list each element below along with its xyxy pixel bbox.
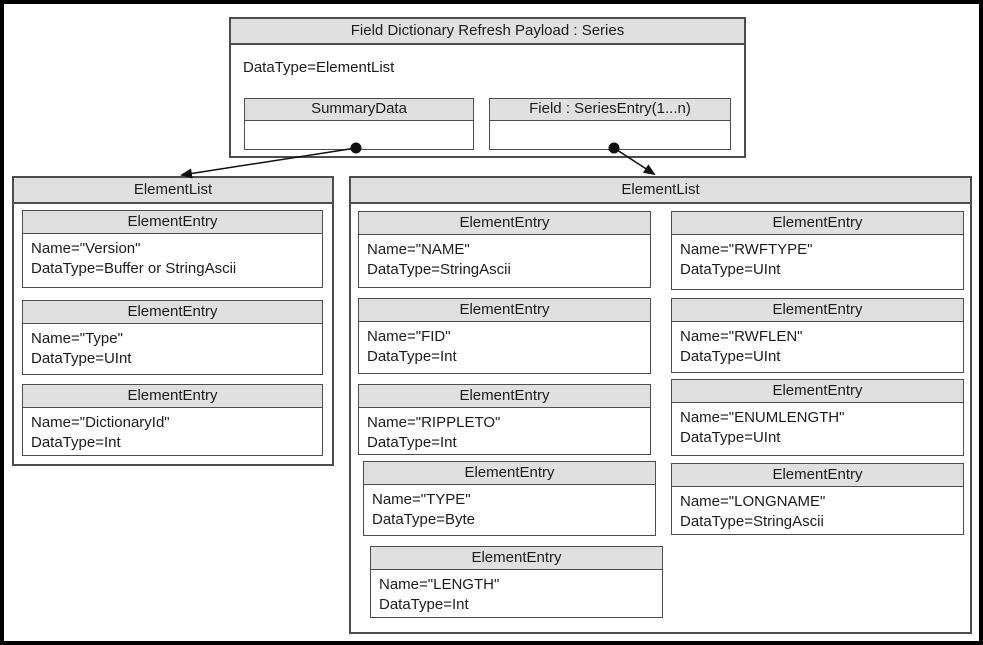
entry-datatype: DataType=StringAscii [367,261,511,278]
entry-datatype: DataType=Byte [372,511,475,528]
entry-name: Name="DictionaryId" [31,414,170,431]
field-seriesentry-title: Field : SeriesEntry(1...n) [490,99,730,121]
element-entry-length: ElementEntry Name="LENGTH" DataType=Int [370,546,663,618]
element-entry-dictionaryid: ElementEntry Name="DictionaryId" DataTyp… [22,384,323,456]
element-entry-header: ElementEntry [359,385,650,408]
element-entry-header: ElementEntry [359,212,650,235]
field-elementlist-box: ElementList ElementEntry Name="NAME" Dat… [349,176,972,634]
element-entry-fid: ElementEntry Name="FID" DataType=Int [358,298,651,374]
entry-name: Name="RWFTYPE" [680,241,813,258]
entry-datatype: DataType=Buffer or StringAscii [31,260,237,277]
element-entry-enumlength: ElementEntry Name="ENUMLENGTH" DataType=… [671,379,964,456]
element-entry-type-field: ElementEntry Name="TYPE" DataType=Byte [363,461,656,536]
field-seriesentry-box: Field : SeriesEntry(1...n) [489,98,731,150]
element-entry-rippleto: ElementEntry Name="RIPPLETO" DataType=In… [358,384,651,455]
entry-name: Name="Version" [31,240,141,257]
entry-name: Name="RWFLEN" [680,328,803,345]
element-entry-header: ElementEntry [364,462,655,485]
element-entry-version: ElementEntry Name="Version" DataType=Buf… [22,210,323,288]
entry-datatype: DataType=Int [367,434,457,451]
entry-name: Name="NAME" [367,241,470,258]
entry-datatype: DataType=Int [31,434,121,451]
entry-datatype: DataType=StringAscii [680,513,824,530]
element-entry-header: ElementEntry [23,301,322,324]
root-payload-box: Field Dictionary Refresh Payload : Serie… [229,17,746,158]
element-entry-type: ElementEntry Name="Type" DataType=UInt [22,300,323,375]
entry-datatype: DataType=UInt [680,429,781,446]
root-datatype-label: DataType=ElementList [243,59,395,76]
entry-name: Name="Type" [31,330,123,347]
summary-elementlist-box: ElementList ElementEntry Name="Version" … [12,176,334,466]
element-entry-longname: ElementEntry Name="LONGNAME" DataType=St… [671,463,964,535]
entry-datatype: DataType=UInt [31,350,132,367]
entry-datatype: DataType=UInt [680,261,781,278]
element-entry-header: ElementEntry [359,299,650,322]
element-entry-header: ElementEntry [672,464,963,487]
root-payload-title: Field Dictionary Refresh Payload : Serie… [231,19,744,45]
entry-name: Name="FID" [367,328,451,345]
entry-name: Name="ENUMLENGTH" [680,409,845,426]
entry-name: Name="LENGTH" [379,576,500,593]
element-entry-header: ElementEntry [23,211,322,234]
element-entry-header: ElementEntry [672,380,963,403]
element-entry-header: ElementEntry [672,212,963,235]
field-elementlist-title: ElementList [351,178,970,204]
entry-datatype: DataType=UInt [680,348,781,365]
summarydata-box: SummaryData [244,98,474,150]
element-entry-header: ElementEntry [371,547,662,570]
element-entry-rwftype: ElementEntry Name="RWFTYPE" DataType=UIn… [671,211,964,290]
element-entry-header: ElementEntry [23,385,322,408]
summary-elementlist-title: ElementList [14,178,332,204]
entry-name: Name="RIPPLETO" [367,414,501,431]
entry-name: Name="LONGNAME" [680,493,826,510]
element-entry-rwflen: ElementEntry Name="RWFLEN" DataType=UInt [671,298,964,373]
entry-datatype: DataType=Int [367,348,457,365]
element-entry-header: ElementEntry [672,299,963,322]
entry-datatype: DataType=Int [379,596,469,613]
entry-name: Name="TYPE" [372,491,471,508]
summarydata-title: SummaryData [245,99,473,121]
element-entry-name: ElementEntry Name="NAME" DataType=String… [358,211,651,288]
